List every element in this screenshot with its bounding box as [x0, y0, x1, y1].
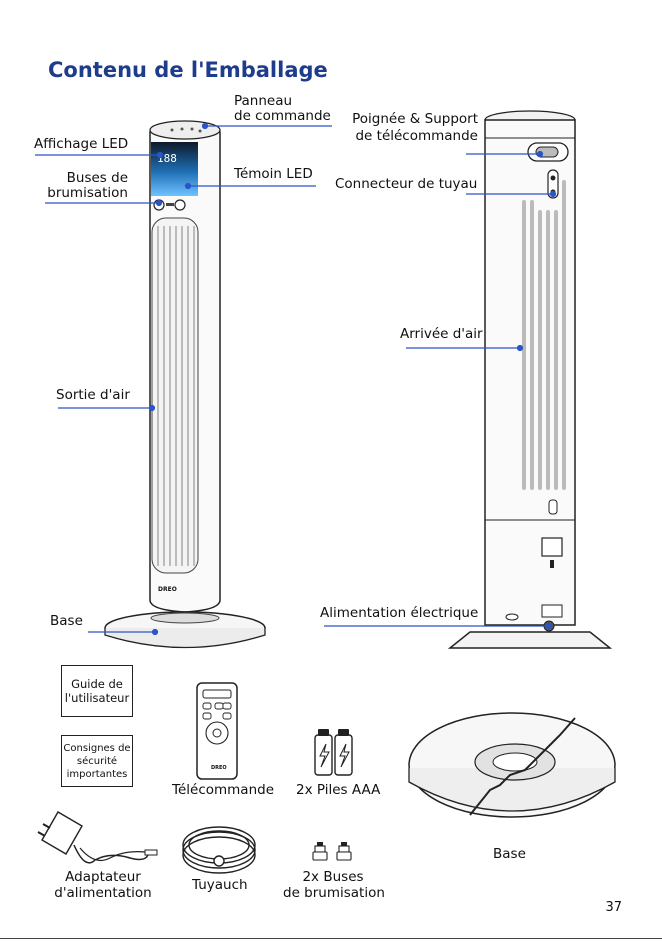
safety-instructions-booklet: Consignes de sécurité importantes — [61, 735, 133, 787]
label-hose: Tuyauch — [192, 877, 248, 893]
label-mist-nozzles: Buses de brumisation — [47, 170, 128, 201]
hose-coil — [182, 826, 256, 874]
brand-logo: DREO — [158, 586, 177, 593]
label-led-display: Affichage LED — [34, 136, 129, 152]
label-handle-holder: Poignée & Support de télécommande — [352, 111, 478, 144]
hose-connector — [547, 169, 559, 199]
label-power-supply: Alimentation électrique — [320, 605, 479, 621]
label-air-inlet: Arrivée d'air — [400, 326, 483, 342]
front-tower: 188 DREO — [104, 120, 266, 649]
label-batteries: 2x Piles AAA — [296, 782, 381, 798]
page-title: Contenu de l'Emballage — [48, 58, 328, 82]
label-mist-nozzles-parts: 2x Buses de brumisation — [283, 869, 385, 901]
back-base — [447, 631, 613, 649]
led-display-panel — [151, 142, 198, 196]
label-remote: Télécommande — [172, 782, 275, 798]
page-number: 37 — [605, 900, 622, 915]
remote-brand: DREO — [211, 765, 227, 771]
label-led-indicator: Témoin LED — [234, 166, 313, 182]
remote-control: DREO — [196, 682, 238, 780]
mist-nozzles-parts — [312, 842, 352, 861]
leader-lines — [35, 122, 557, 636]
air-inlet-grille — [522, 180, 566, 490]
label-base-front: Base — [50, 613, 83, 629]
user-guide-booklet: Guide de l'utilisateur — [61, 665, 133, 717]
back-tower — [447, 110, 613, 649]
mist-nozzle-right — [174, 199, 186, 211]
page-bottom-rule — [0, 938, 662, 939]
control-panel-top — [149, 120, 221, 140]
label-air-outlet: Sortie d'air — [56, 387, 130, 403]
aaa-batteries — [314, 729, 353, 776]
label-base-contents: Base — [493, 846, 526, 862]
label-hose-connector: Connecteur de tuyau — [335, 176, 478, 192]
label-power-adapter: Adaptateur d'alimentation — [54, 869, 152, 901]
power-adapter — [37, 811, 158, 864]
split-base — [408, 712, 616, 818]
label-control-panel: Panneau de commande — [234, 93, 331, 124]
